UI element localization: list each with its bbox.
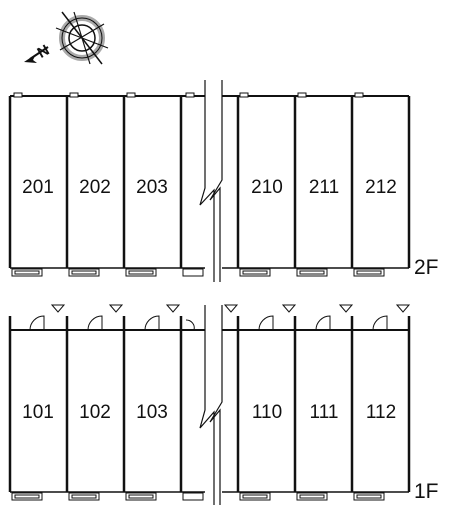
room-label-201: 201	[22, 177, 54, 198]
room-label-111: 111	[310, 402, 339, 423]
floor-label-2f: 2F	[414, 256, 439, 279]
room-label-101: 101	[22, 402, 54, 423]
compass-north-label: N	[35, 42, 53, 62]
floor-1f-plan	[8, 304, 411, 505]
floor-2f-plan	[8, 80, 411, 282]
room-label-102: 102	[79, 402, 111, 423]
room-label-110: 110	[252, 402, 282, 423]
room-label-210: 210	[251, 177, 283, 198]
floor-label-1f: 1F	[414, 480, 439, 503]
room-label-202: 202	[79, 177, 111, 198]
room-label-211: 211	[309, 177, 339, 198]
compass-icon: N	[24, 11, 109, 65]
room-label-212: 212	[365, 177, 397, 198]
room-label-203: 203	[136, 177, 168, 198]
room-label-112: 112	[366, 402, 396, 423]
room-label-103: 103	[136, 402, 168, 423]
